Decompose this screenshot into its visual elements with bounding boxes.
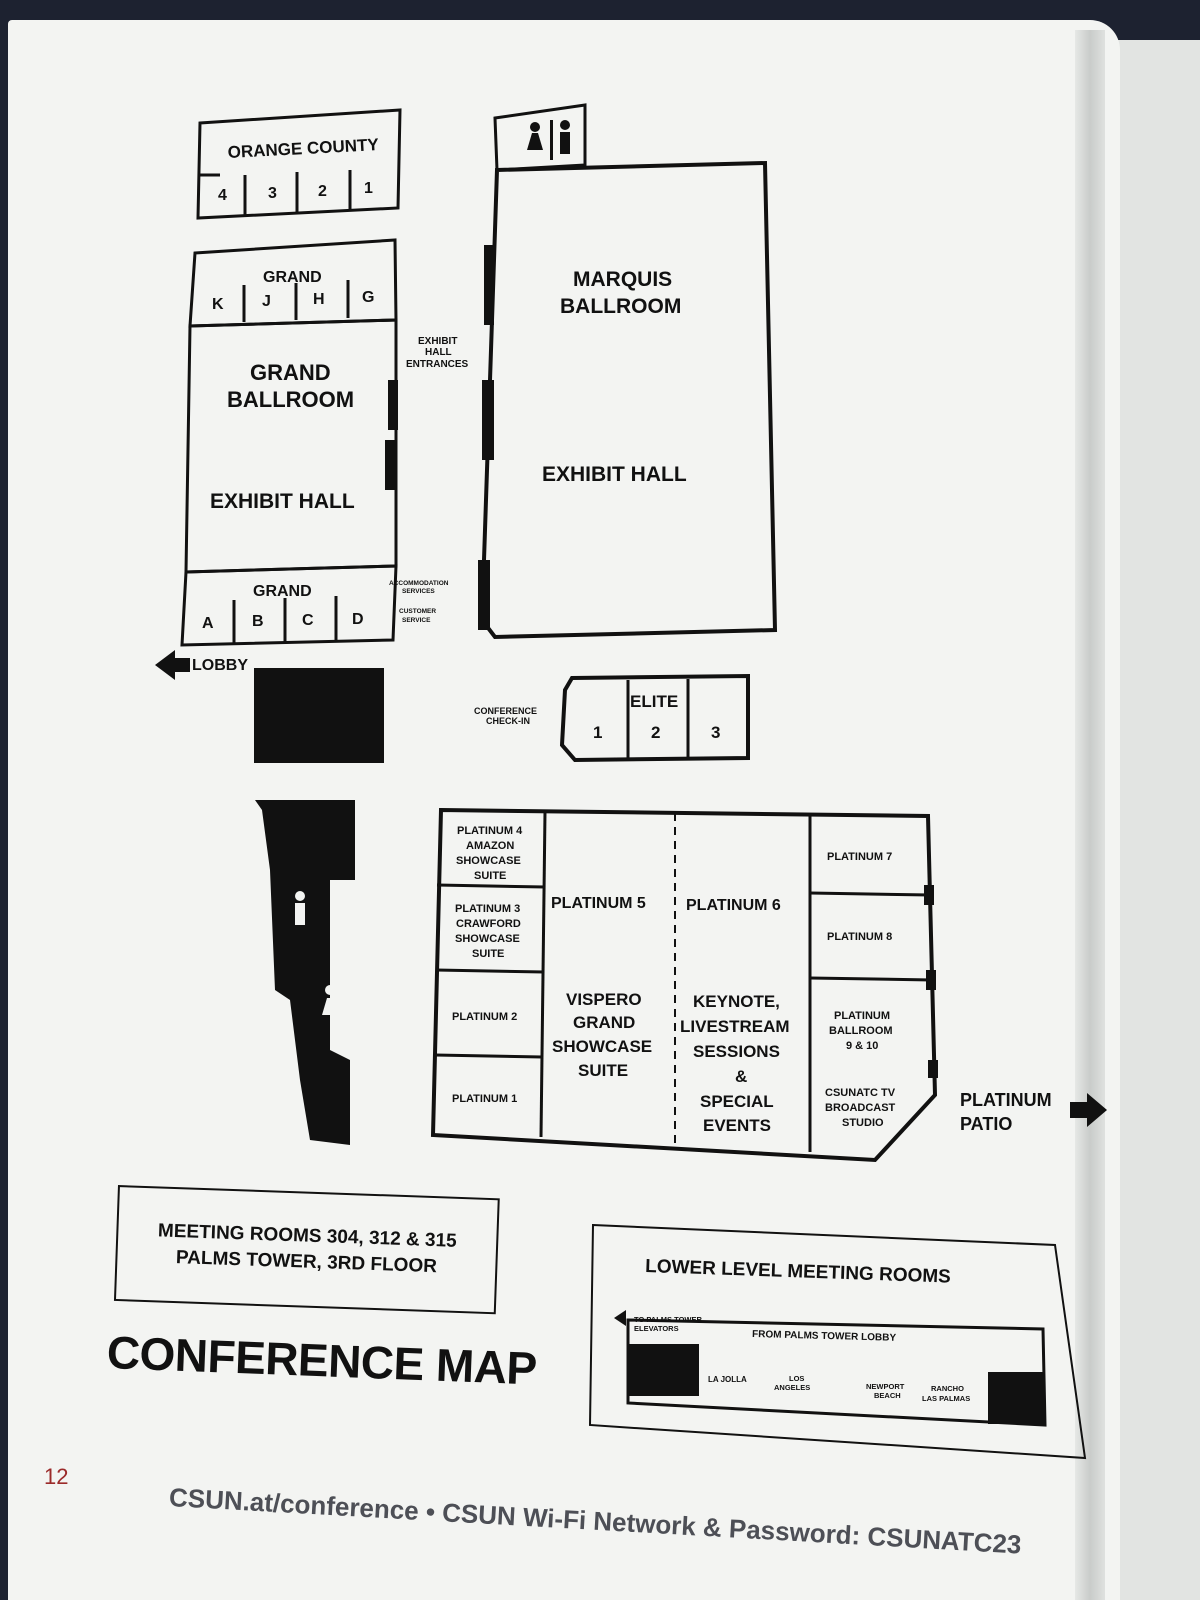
platinum-8-label: PLATINUM 8: [827, 931, 892, 943]
grand-room-a: A: [202, 615, 214, 632]
page-fold: [1075, 30, 1105, 1600]
platinum-4-label-2: AMAZON: [466, 840, 514, 852]
restroom-block: [255, 800, 355, 1145]
platinum-rooms[interactable]: [430, 807, 938, 1163]
meeting-rooms-box: MEETING ROOMS 304, 312 & 315 PALMS TOWER…: [113, 1185, 500, 1315]
elite-room-1: 1: [593, 723, 602, 742]
grand-room-j: J: [262, 293, 271, 310]
conference-checkin-label-2: CHECK-IN: [486, 716, 530, 726]
orange-county-label: ORANGE COUNTY: [227, 135, 380, 162]
marquis-ballroom[interactable]: [479, 103, 778, 640]
oc-room-3: 3: [268, 185, 277, 202]
platinum-6-label: PLATINUM 6: [686, 897, 781, 914]
platinum-ballroom-label-2: BALLROOM: [829, 1025, 893, 1037]
restroom-icon: [527, 120, 570, 160]
elite-label: ELITE: [630, 692, 678, 711]
rancho-room: RANCHO: [931, 1384, 964, 1393]
grand-upper-label: GRAND: [263, 269, 322, 286]
accommodation-label: ACCOMMODATION: [389, 580, 449, 587]
elite-room-2: 2: [651, 723, 660, 742]
exhibit-entrances-label-3: ENTRANCES: [406, 359, 469, 370]
platinum-4-label-3: SHOWCASE: [456, 855, 521, 867]
csunatc-label: CSUNATC TV: [825, 1087, 896, 1099]
platinum-1-label: PLATINUM 1: [452, 1093, 517, 1105]
marquis-exhibit-hall-label: EXHIBIT HALL: [542, 463, 687, 486]
keynote-label-3: SESSIONS: [693, 1042, 780, 1061]
keynote-label-5: SPECIAL: [700, 1092, 774, 1111]
rancho-room-2: LAS PALMAS: [922, 1394, 970, 1403]
marquis-label-2: BALLROOM: [560, 295, 681, 318]
lower-level-black-right: [988, 1372, 1045, 1424]
platinum-4-label: PLATINUM 4: [457, 825, 523, 837]
oc-room-1: 1: [364, 180, 373, 197]
platinum-3-label-2: CRAWFORD: [456, 918, 521, 930]
lower-level-black-left: [629, 1344, 699, 1396]
keynote-label: KEYNOTE,: [693, 992, 780, 1011]
grand-lower-rooms[interactable]: [180, 564, 398, 647]
grand-room-h: H: [313, 291, 325, 308]
la-jolla-room: LA JOLLA: [708, 1375, 747, 1384]
grand-ballroom[interactable]: [184, 318, 398, 574]
los-angeles-room: LOS: [789, 1374, 804, 1383]
patio-arrow-icon: [1070, 1093, 1107, 1127]
keynote-label-2: LIVESTREAM: [680, 1017, 790, 1036]
exhibit-entrances-label: EXHIBIT: [418, 336, 457, 347]
newport-beach-room-2: BEACH: [874, 1391, 901, 1400]
platinum-7-label: PLATINUM 7: [827, 851, 892, 863]
vispero-label-2: GRAND: [573, 1013, 635, 1032]
grand-lower-label: GRAND: [253, 583, 312, 600]
to-elevators-label: TO PALMS TOWER: [634, 1315, 703, 1324]
elite-room-3: 3: [711, 723, 720, 742]
csunatc-label-3: STUDIO: [842, 1117, 884, 1129]
grand-room-d: D: [352, 611, 364, 628]
lobby-arrow-icon: [155, 650, 190, 680]
platinum-4-label-4: SUITE: [474, 870, 506, 882]
lobby-label: LOBBY: [192, 657, 248, 674]
oc-room-4: 4: [218, 187, 227, 204]
orange-county-rooms[interactable]: [196, 108, 402, 220]
to-elevators-label-2: ELEVATORS: [634, 1324, 679, 1333]
keynote-label-6: EVENTS: [703, 1116, 771, 1135]
page-number: 12: [44, 1464, 69, 1489]
customer-service-label: CUSTOMER: [399, 608, 436, 615]
platinum-patio-label-2: PATIO: [960, 1114, 1012, 1134]
elite-rooms[interactable]: [559, 673, 750, 763]
from-lobby-label: FROM PALMS TOWER LOBBY: [752, 1329, 897, 1344]
platinum-3-label-3: SHOWCASE: [455, 933, 520, 945]
grand-room-c: C: [302, 612, 314, 629]
keynote-label-4: &: [735, 1067, 747, 1086]
lobby-block: [254, 668, 384, 763]
lower-level-title: LOWER LEVEL MEETING ROOMS: [645, 1256, 951, 1288]
newport-beach-room: NEWPORT: [866, 1382, 905, 1391]
vispero-label-4: SUITE: [578, 1061, 628, 1080]
los-angeles-room-2: ANGELES: [774, 1383, 810, 1392]
platinum-3-label-4: SUITE: [472, 948, 504, 960]
elevator-arrow-icon: [614, 1310, 626, 1326]
platinum-3-label: PLATINUM 3: [455, 903, 520, 915]
customer-service-label-2: SERVICE: [402, 617, 431, 624]
conference-checkin-label: CONFERENCE: [474, 706, 537, 716]
platinum-2-label: PLATINUM 2: [452, 1011, 517, 1023]
vispero-label: VISPERO: [566, 990, 642, 1009]
csunatc-label-2: BROADCAST: [825, 1102, 896, 1114]
exhibit-entrances-label-2: HALL: [425, 347, 452, 358]
grand-room-g: G: [362, 289, 374, 306]
platinum-ballroom-label: PLATINUM: [834, 1010, 890, 1022]
marquis-label: MARQUIS: [573, 268, 672, 291]
accommodation-label-2: SERVICES: [402, 588, 435, 595]
platinum-5-label: PLATINUM 5: [551, 895, 646, 912]
platinum-patio-label: PLATINUM: [960, 1090, 1052, 1110]
lower-level-box: [588, 1223, 1087, 1460]
platinum-ballroom-label-3: 9 & 10: [846, 1040, 878, 1052]
vispero-label-3: SHOWCASE: [552, 1037, 652, 1056]
oc-room-2: 2: [318, 183, 327, 200]
grand-exhibit-hall-label: EXHIBIT HALL: [210, 490, 355, 513]
grand-room-k: K: [212, 296, 224, 313]
grand-room-b: B: [252, 613, 264, 630]
grand-ballroom-label: GRAND: [250, 360, 331, 385]
grand-ballroom-label-2: BALLROOM: [227, 387, 354, 412]
